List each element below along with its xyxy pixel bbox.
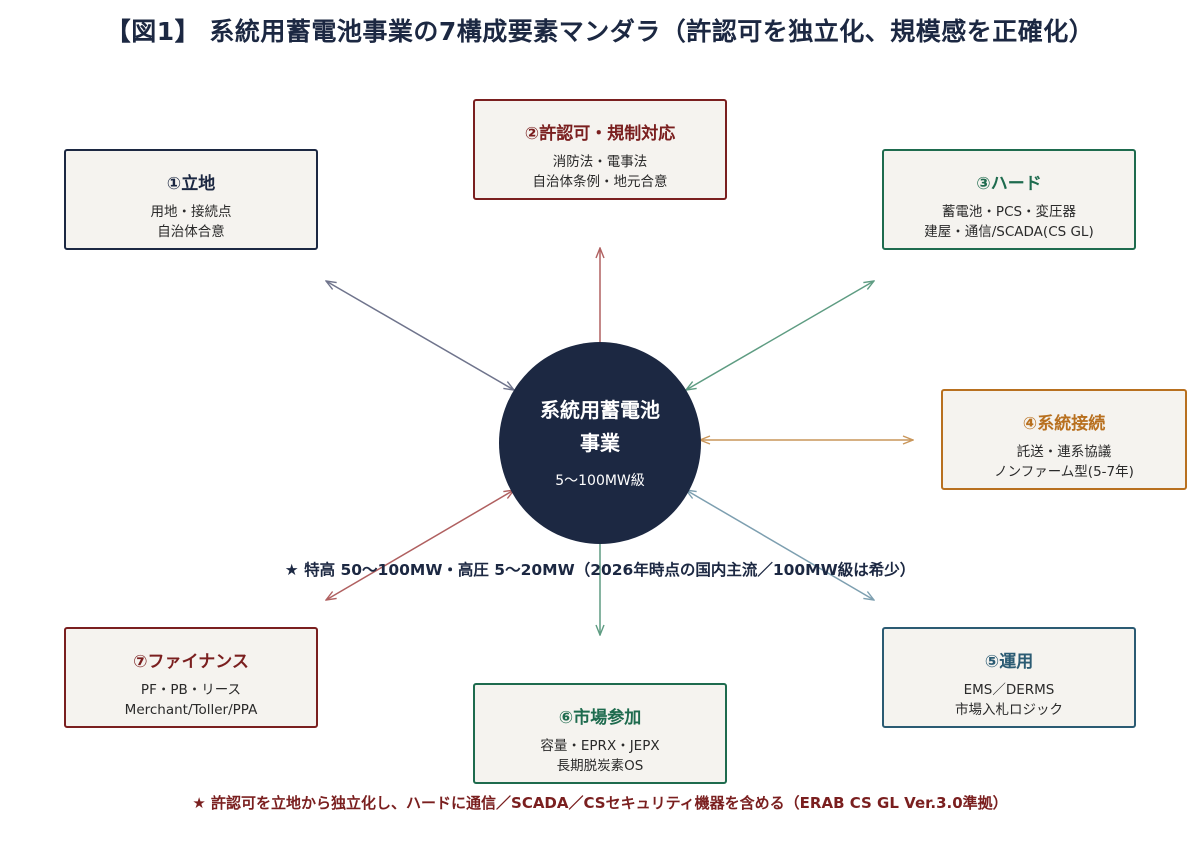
element-operation-line1: EMS／DERMS: [963, 682, 1055, 698]
hub-scale: 5〜100MW級: [555, 473, 645, 489]
element-hardware: ③ハード 蓄電池・PCS・変圧器 建屋・通信/SCADA(CS GL): [882, 149, 1136, 250]
element-location-line1: 用地・接続点: [150, 204, 232, 220]
element-market-line1: 容量・EPRX・JEPX: [540, 738, 660, 754]
hub-title-line2: 事業: [580, 431, 620, 455]
element-grid-connection: ④系統接続 託送・連系協議 ノンファーム型(5-7年): [941, 389, 1187, 490]
element-hardware-title: ③ハード: [976, 174, 1042, 194]
element-permits: ②許認可・規制対応 消防法・電事法 自治体条例・地元合意: [473, 99, 727, 200]
element-hardware-line1: 蓄電池・PCS・変圧器: [941, 204, 1077, 220]
arrow-hardware: [686, 281, 874, 390]
element-location-title: ①立地: [166, 174, 216, 194]
element-market-title: ⑥市場参加: [558, 708, 642, 728]
element-finance-line2: Merchant/Toller/PPA: [124, 702, 258, 718]
central-hub: 系統用蓄電池 事業 5〜100MW級: [499, 342, 701, 544]
element-hardware-line2: 建屋・通信/SCADA(CS GL): [924, 224, 1094, 240]
element-permits-line1: 消防法・電事法: [552, 154, 648, 170]
element-grid-connection-line1: 託送・連系協議: [1016, 444, 1112, 460]
scale-note: ★ 特高 50〜100MW・高圧 5〜20MW（2026年時点の国内主流／100…: [284, 561, 916, 579]
arrow-finance: [326, 490, 514, 600]
element-operation-line2: 市場入札ロジック: [955, 702, 1063, 718]
arrow-location: [326, 281, 514, 390]
element-grid-connection-title: ④系統接続: [1022, 414, 1106, 434]
element-finance-title: ⑦ファイナンス: [133, 652, 249, 672]
element-location: ①立地 用地・接続点 自治体合意: [64, 149, 318, 250]
element-permits-line2: 自治体条例・地元合意: [532, 174, 668, 190]
element-finance-line1: PF・PB・リース: [140, 682, 242, 698]
element-market: ⑥市場参加 容量・EPRX・JEPX 長期脱炭素OS: [473, 683, 727, 784]
element-operation-title: ⑤運用: [984, 652, 1034, 672]
element-grid-connection-line2: ノンファーム型(5-7年): [994, 464, 1134, 480]
arrow-operation: [686, 490, 874, 600]
element-finance: ⑦ファイナンス PF・PB・リース Merchant/Toller/PPA: [64, 627, 318, 728]
hub-title-line1: 系統用蓄電池: [540, 398, 660, 422]
element-market-line2: 長期脱炭素OS: [556, 758, 644, 774]
element-location-line2: 自治体合意: [157, 224, 225, 240]
element-operation: ⑤運用 EMS／DERMS 市場入札ロジック: [882, 627, 1136, 728]
diagram-title: 【図1】 系統用蓄電池事業の7構成要素マンダラ（許認可を独立化、規模感を正確化）: [105, 17, 1095, 46]
footer-note: ★ 許認可を立地から独立化し、ハードに通信／SCADA／CSセキュリティ機器を含…: [192, 794, 1008, 812]
element-permits-title: ②許認可・規制対応: [524, 124, 676, 144]
